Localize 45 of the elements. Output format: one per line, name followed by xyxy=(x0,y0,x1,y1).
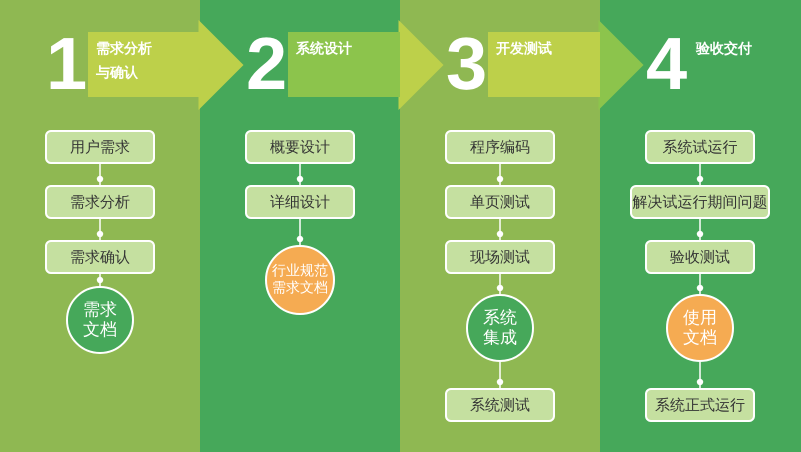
step-box: 系统试运行 xyxy=(645,130,755,164)
connector-line xyxy=(496,164,504,185)
step-box: 系统测试 xyxy=(445,388,555,422)
step-box: 需求确认 xyxy=(45,240,155,274)
phase-column xyxy=(0,0,200,452)
connector-line xyxy=(296,219,304,245)
connector-line xyxy=(96,274,104,286)
step-box: 程序编码 xyxy=(445,130,555,164)
connector-line xyxy=(96,219,104,240)
phase-column xyxy=(200,0,400,452)
phase-title-banner: 系统设计 xyxy=(288,32,400,97)
phase-title: 验收交付 xyxy=(696,40,753,59)
step-box: 解决试运行期间问题 xyxy=(630,185,770,219)
phase-number: 4 xyxy=(646,22,688,106)
step-box: 详细设计 xyxy=(245,185,355,219)
connector-line xyxy=(496,219,504,240)
document-circle: 使用文档 xyxy=(666,294,734,362)
connector-line xyxy=(96,164,104,185)
phase-number: 3 xyxy=(446,22,488,106)
step-box: 用户需求 xyxy=(45,130,155,164)
step-box: 现场测试 xyxy=(445,240,555,274)
chevron-arrow xyxy=(398,20,444,110)
step-box: 概要设计 xyxy=(245,130,355,164)
connector-line xyxy=(696,219,704,240)
document-circle: 系统集成 xyxy=(466,294,534,362)
phase-title-banner: 开发测试 xyxy=(488,32,600,97)
chevron-arrow xyxy=(598,20,644,110)
connector-line xyxy=(296,164,304,185)
connector-line xyxy=(696,164,704,185)
step-box: 单页测试 xyxy=(445,185,555,219)
phase-number: 2 xyxy=(246,22,288,106)
connector-line xyxy=(496,362,504,388)
chevron-arrow xyxy=(198,20,244,110)
connector-line xyxy=(496,274,504,294)
phase-title-banner: 需求分析与确认 xyxy=(88,32,200,97)
document-circle: 行业规范需求文档 xyxy=(265,245,335,315)
connector-line xyxy=(696,274,704,294)
document-circle: 需求文档 xyxy=(66,286,134,354)
step-box: 验收测试 xyxy=(645,240,755,274)
phase-number: 1 xyxy=(46,22,88,106)
connector-line xyxy=(696,362,704,388)
step-box: 需求分析 xyxy=(45,185,155,219)
phase-column xyxy=(600,0,801,452)
phase-column xyxy=(400,0,600,452)
step-box: 系统正式运行 xyxy=(645,388,755,422)
